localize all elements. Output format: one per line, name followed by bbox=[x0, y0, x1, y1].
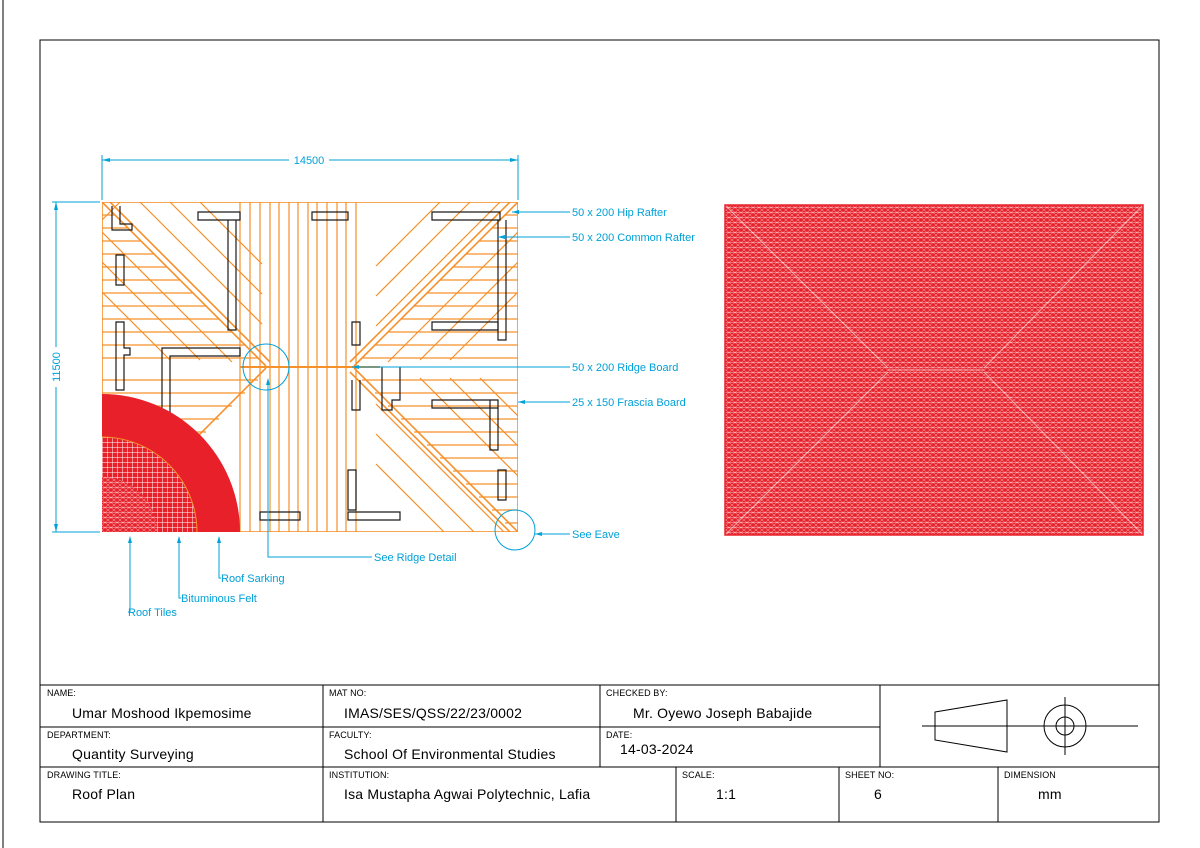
roof-framing-plan bbox=[102, 202, 518, 532]
felt-boundary bbox=[101, 436, 198, 533]
date-label: DATE: bbox=[606, 730, 633, 740]
institution-value: Isa Mustapha Agwai Polytechnic, Lafia bbox=[344, 786, 591, 802]
dimension-unit-value: mm bbox=[1038, 786, 1062, 802]
checked-by-value: Mr. Oyewo Joseph Babajide bbox=[633, 705, 813, 721]
checked-by-label: CHECKED BY: bbox=[606, 688, 668, 698]
hip-rafter-callout: 50 x 200 Hip Rafter bbox=[572, 207, 667, 219]
jack-rafters bbox=[102, 202, 518, 532]
ridge-detail-circle bbox=[242, 343, 290, 391]
name-label: NAME: bbox=[47, 688, 77, 698]
date-value: 14-03-2024 bbox=[620, 741, 694, 757]
callout-arrowheads bbox=[128, 210, 542, 543]
name-value: Umar Moshood Ikpemosime bbox=[72, 705, 252, 721]
hip-rafters bbox=[102, 202, 518, 532]
common-rafter-callout: 50 x 200 Common Rafter bbox=[572, 232, 695, 244]
sheet-no-label: SHEET NO: bbox=[845, 770, 895, 780]
wall-outlines bbox=[111, 206, 507, 521]
dimension-unit-label: DIMENSION bbox=[1004, 770, 1056, 780]
see-eave-callout: See Eave bbox=[572, 529, 620, 541]
see-ridge-detail-callout: See Ridge Detail bbox=[374, 552, 457, 564]
drawing-frame bbox=[39, 39, 1160, 823]
drawing-title-value: Roof Plan bbox=[72, 786, 136, 802]
frascia-board-callout: 25 x 150 Frascia Board bbox=[572, 397, 686, 409]
roof-sarking-callout: Roof Sarking bbox=[221, 573, 285, 585]
callout-leaders bbox=[128, 211, 570, 613]
institution-label: INSTITUTION: bbox=[329, 770, 390, 780]
height-dimension-label: 11500 bbox=[51, 352, 63, 382]
width-dimension-label: 14500 bbox=[294, 155, 325, 167]
department-label: DEPARTMENT: bbox=[47, 730, 111, 740]
roof-tiles-layer bbox=[102, 477, 157, 532]
third-angle-projection-symbol bbox=[922, 697, 1138, 755]
faculty-label: FACULTY: bbox=[329, 730, 372, 740]
bituminous-felt-callout: Bituminous Felt bbox=[181, 593, 257, 605]
eave-detail-circle bbox=[494, 509, 536, 551]
roof-tile-plan bbox=[724, 204, 1144, 536]
department-value: Quantity Surveying bbox=[72, 746, 194, 762]
matno-value: IMAS/SES/QSS/22/23/0002 bbox=[344, 705, 523, 721]
scale-value: 1:1 bbox=[716, 786, 737, 802]
ridge-board-callout: 50 x 200 Ridge Board bbox=[572, 362, 678, 374]
title-block bbox=[40, 684, 1159, 822]
roof-layers-legend bbox=[101, 394, 240, 533]
faculty-value: School Of Environmental Studies bbox=[344, 746, 556, 762]
matno-label: MAT NO: bbox=[329, 688, 367, 698]
sheet-no-value: 6 bbox=[874, 786, 882, 802]
dimension-arrows bbox=[54, 158, 518, 532]
roof-tiles-callout: Roof Tiles bbox=[128, 607, 177, 619]
scale-label: SCALE: bbox=[682, 770, 715, 780]
drawing-title-label: DRAWING TITLE: bbox=[47, 770, 121, 780]
